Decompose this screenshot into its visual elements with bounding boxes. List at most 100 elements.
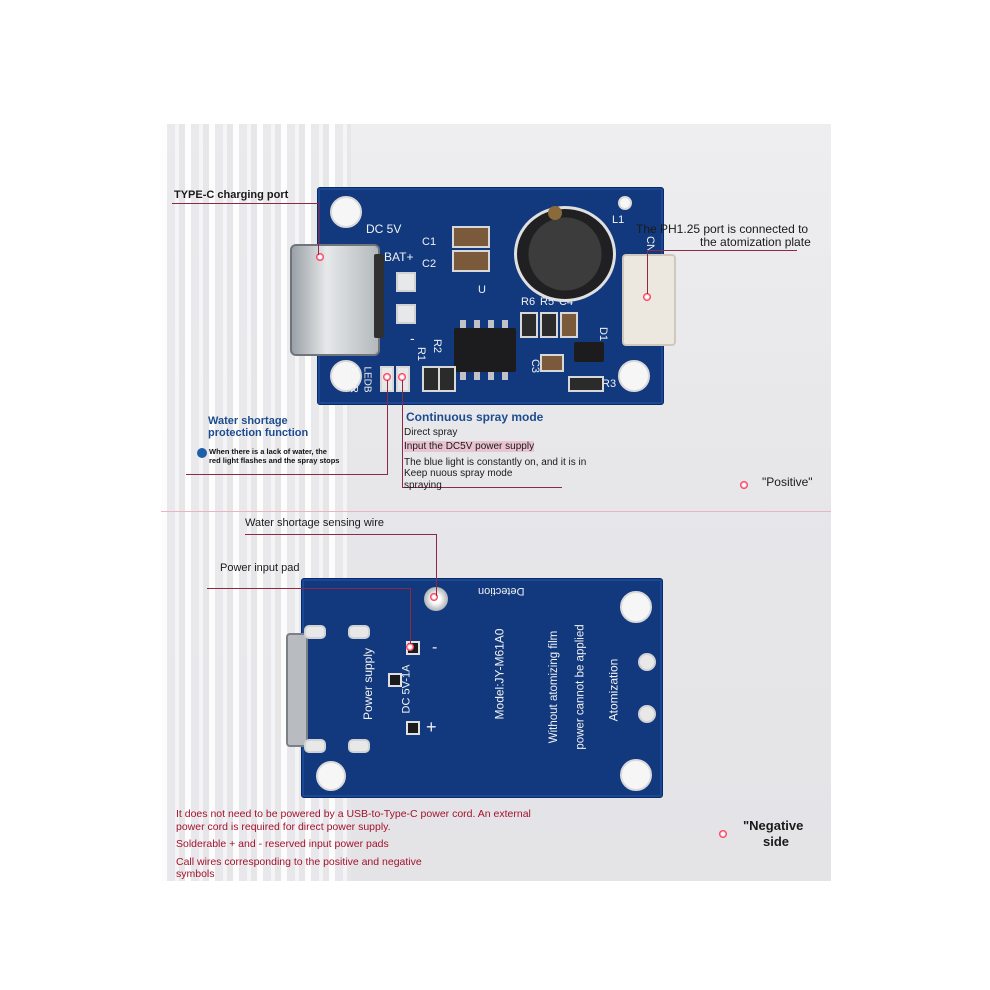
mounting-hole: [316, 761, 346, 791]
silk-led-b: LEDB: [361, 366, 373, 393]
typec-mount-pad: [348, 625, 370, 639]
diode-d1: [574, 342, 604, 362]
capacitor-c4: [560, 312, 578, 338]
mounting-hole: [618, 360, 650, 392]
silk-minus: -: [432, 639, 438, 656]
label-direct-spray: Direct spray: [404, 427, 458, 438]
bat-plus-pad: [396, 272, 416, 292]
callout-line-sensing-drop: [436, 534, 437, 596]
ic-pin: [460, 372, 466, 380]
ic-pin: [488, 320, 494, 328]
silk-led-r: LEDR: [347, 366, 359, 393]
capacitor-c2: [452, 250, 490, 272]
resistor-r3: [568, 376, 604, 392]
typec-mount-pad: [348, 739, 370, 753]
label-sensing-wire: Water shortage sensing wire: [245, 517, 384, 529]
silk-d1: D1: [597, 326, 610, 342]
silk-c2: C2: [422, 258, 437, 270]
silk-dc5v: DC 5V: [366, 222, 402, 236]
top-pcb-board: DC 5V C1 C2 BAT+ - U R6 R5 C4 L1 CN D1 C…: [290, 187, 676, 405]
callout-line-typec-drop: [318, 203, 319, 255]
typec-back-outline: [286, 633, 308, 747]
ic-pin: [474, 372, 480, 380]
label-blue-light: The blue light is constantly on, and it …: [404, 457, 587, 468]
label-spray-mode-title: Continuous spray mode: [406, 410, 544, 424]
callout-line-ph125-drop: [647, 250, 648, 294]
marker-led-b: [398, 373, 406, 381]
ic-pin: [488, 372, 494, 380]
silk-bat-plus: BAT+: [384, 250, 414, 264]
callout-line-water: [186, 474, 388, 475]
callout-line-typec: [172, 203, 318, 204]
ic-pin: [474, 320, 480, 328]
label-power-pad: Power input pad: [220, 562, 300, 574]
typec-connector: [290, 244, 380, 356]
mounting-hole: [620, 591, 652, 623]
label-input-dc5v: Input the DC5V power supply: [404, 441, 535, 452]
silk-c1: C1: [422, 236, 437, 248]
callout-line-sensing: [245, 534, 437, 535]
mounting-hole: [330, 196, 362, 228]
section-divider: [161, 511, 831, 512]
inductor-l1: [514, 206, 616, 302]
callout-line-spray: [402, 380, 403, 488]
label-ph125-line1: The PH1.25 port is connected to: [636, 222, 809, 236]
label-water-detail-1: When there is a lack of water, the: [209, 447, 327, 456]
typec-mount-pad: [304, 625, 326, 639]
bat-minus-pad: [396, 304, 416, 324]
ic-pin: [460, 320, 466, 328]
note-2: Solderable + and - reserved input power …: [176, 838, 389, 850]
label-spraying: spraying: [404, 480, 442, 491]
silk-detection: Detection: [478, 585, 525, 597]
label-positive: "Positive": [762, 475, 813, 489]
silk-model: Model:JY-M61A0: [492, 628, 507, 720]
silk-r3: R3: [602, 378, 617, 390]
silk-r1: R1: [415, 346, 428, 362]
label-negative-2: side: [763, 834, 790, 849]
resistor-r6: [520, 312, 538, 338]
inductor-coil-mark: [548, 206, 562, 220]
mounting-hole: [620, 759, 652, 791]
typec-pins: [374, 254, 384, 338]
silk-minus: -: [410, 330, 415, 346]
marker-sensing-wire: [430, 593, 438, 601]
resistor-r5: [540, 312, 558, 338]
label-water-protect-2: protection function: [208, 427, 309, 439]
silk-no-film-1: Without atomizing film: [548, 630, 561, 744]
ic-pin: [502, 372, 508, 380]
callout-line-power: [207, 588, 411, 589]
marker-typec: [316, 253, 324, 261]
capacitor-c1: [452, 226, 490, 248]
label-typec-port: TYPE-C charging port: [174, 189, 289, 201]
label-ph125-line2: the atomization plate: [700, 235, 811, 249]
typec-mount-pad: [304, 739, 326, 753]
resistor-r1: [438, 366, 456, 392]
ic-pin: [502, 320, 508, 328]
note-3-line1: Call wires corresponding to the positive…: [176, 856, 422, 868]
label-keep-spray: Keep nuous spray mode: [404, 468, 513, 479]
capacitor-c3: [540, 354, 564, 372]
label-water-protect-1: Water shortage: [208, 415, 288, 427]
atomization-pad: [638, 653, 656, 671]
atomization-pad: [638, 705, 656, 723]
silk-r2: R2: [431, 338, 444, 354]
mounting-hole: [330, 360, 362, 392]
positive-input-pad: [406, 721, 420, 735]
info-bullet: [197, 448, 207, 458]
silk-dc-rating: DC 5V-1A: [400, 664, 413, 714]
marker-ph125: [643, 293, 651, 301]
note-3-line2: symbols: [176, 868, 215, 880]
ic-u: [454, 328, 516, 372]
silk-atomization: Atomization: [606, 658, 621, 722]
mid-pad: [388, 673, 402, 687]
silk-r6: R6: [521, 296, 536, 308]
callout-line-ph125: [647, 250, 797, 251]
marker-positive: [740, 481, 748, 489]
marker-led-r: [383, 373, 391, 381]
note-1-line2: power cord is required for direct power …: [176, 821, 391, 833]
callout-line-spray-h: [402, 487, 562, 488]
note-1-line1: It does not need to be powered by a USB-…: [176, 808, 531, 820]
silk-power-supply: Power supply: [361, 647, 376, 721]
silk-u: U: [478, 284, 486, 296]
silk-l1: L1: [612, 214, 625, 226]
